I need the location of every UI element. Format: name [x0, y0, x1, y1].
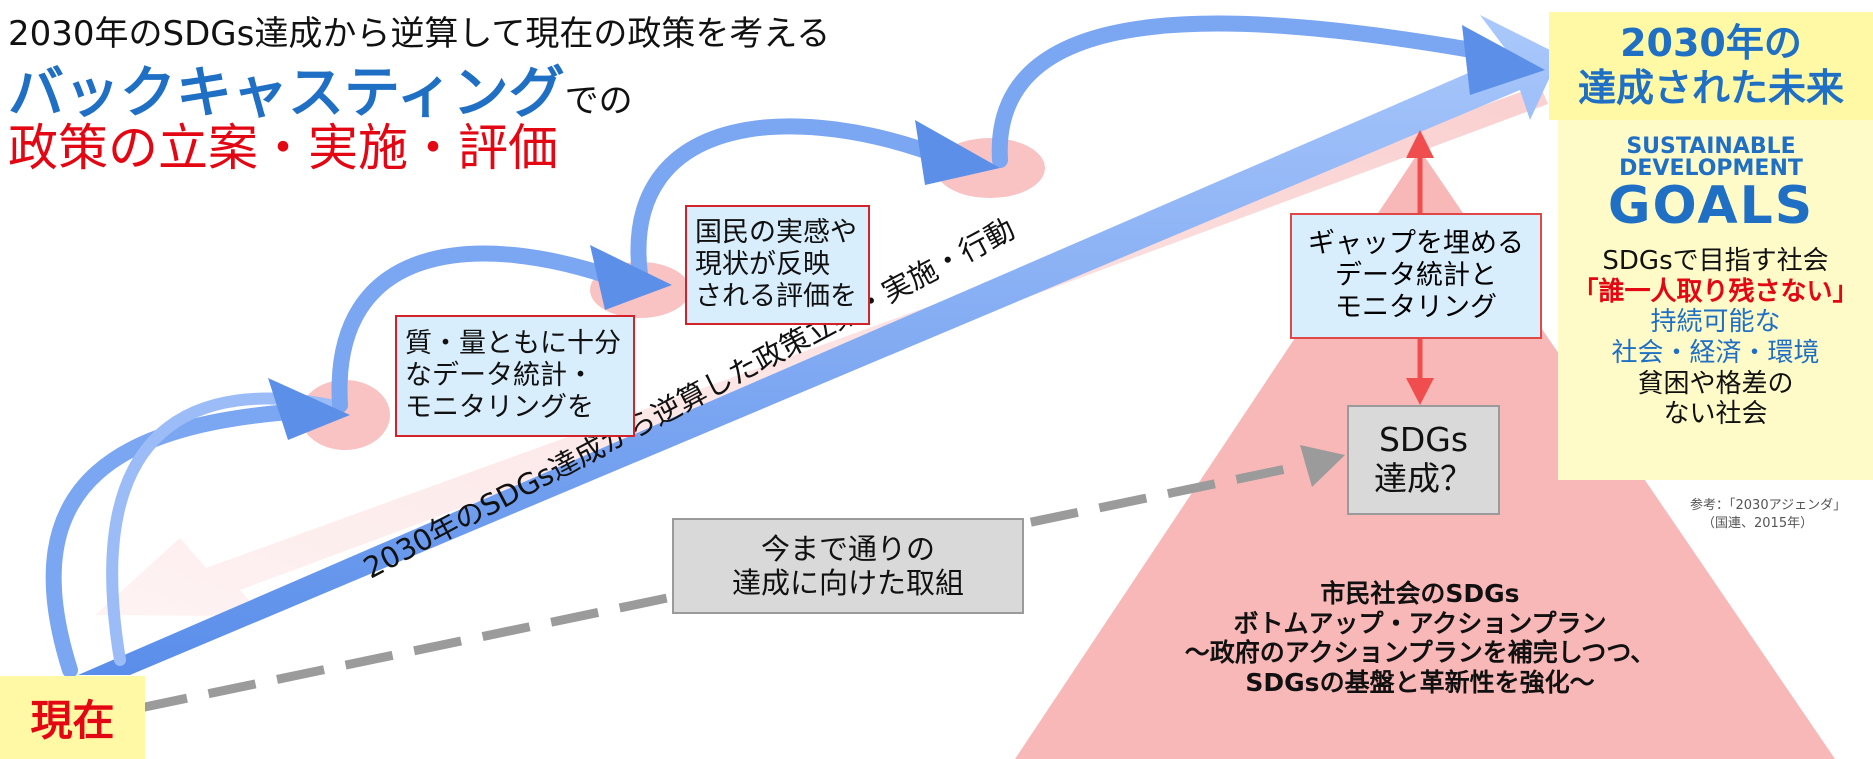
- sdg-logo-line-2: DEVELOPMENT: [1619, 156, 1803, 181]
- goal-title-line-2: 達成された未来: [1577, 66, 1844, 110]
- present-panel: [0, 676, 145, 759]
- hop-arrow-1: [45, 402, 328, 678]
- pyramid-text-line-2: ボトムアップ・アクションプラン: [1233, 608, 1607, 638]
- current-approach-box: 今まで通りの 達成に向けた取組: [672, 518, 1024, 614]
- step-box-1-line-1: 質・量ともに十分: [405, 328, 621, 360]
- sdgs-question-line-1: SDGs: [1378, 420, 1469, 460]
- hop-arrow-4: [630, 118, 958, 283]
- hop-arrow-5: [991, 15, 1508, 168]
- pyramid-text: 市民社会のSDGs ボトムアップ・アクションプラン ～政府のアクションプランを補…: [1030, 565, 1810, 711]
- sdgs-question-box: SDGs 達成？: [1347, 405, 1500, 515]
- hop-arrowheads: [268, 25, 1545, 440]
- gap-box-line-2: データ統計と: [1335, 260, 1497, 292]
- title-line-2-rest: での: [564, 81, 633, 121]
- goal-title-panel: [1549, 12, 1873, 120]
- step-box-2-line-2: 現状が反映: [695, 249, 830, 281]
- goal-desc-line-4: 社会・経済・環境: [1611, 338, 1820, 369]
- sdg-logo-line-1: SUSTAINABLE: [1626, 134, 1796, 159]
- reference-line-1: 参考：「2030アジェンダ」: [1690, 498, 1847, 513]
- hop-arrowhead-3: [915, 120, 1000, 185]
- goal-desc-line-1: SDGsで目指す社会: [1602, 246, 1829, 276]
- gap-box-line-3: モニタリング: [1335, 291, 1497, 323]
- pyramid-text-line-1: 市民社会のSDGs: [1320, 579, 1520, 608]
- goal-description-panel: [1558, 120, 1873, 480]
- goal-description: SDGsで目指す社会 「誰一人取り残さない」 持続可能な 社会・経済・環境 貧困…: [1558, 246, 1873, 458]
- goal-title-line-1: 2030年の: [1620, 21, 1802, 66]
- goal-title: 2030年の 達成された未来: [1549, 14, 1873, 118]
- reference-line-2: （国連、2015年）: [1702, 516, 1814, 531]
- title-line-3: 政策の立案・実施・評価: [8, 119, 558, 177]
- step-box-1: 質・量ともに十分 なデータ統計・ モニタリングを: [395, 315, 635, 437]
- goal-desc-line-6: ない社会: [1663, 399, 1768, 430]
- step-box-1-line-2: なデータ統計・: [405, 360, 594, 392]
- current-approach-line-2: 達成に向けた取組: [731, 566, 964, 600]
- title-line-2: バックキャスティングでの: [8, 48, 633, 129]
- gap-arrowhead-down: [1406, 378, 1434, 405]
- hop-arrowhead-2: [590, 245, 672, 310]
- goal-desc-line-3: 持続可能な: [1650, 307, 1781, 338]
- step-box-1-line-3: モニタリングを: [405, 391, 594, 423]
- goal-desc-line-5: 貧困や格差の: [1637, 368, 1794, 399]
- current-approach-arrowhead: [1300, 445, 1345, 487]
- hop-arrowhead-1: [268, 378, 350, 440]
- present-label: 現在: [30, 696, 115, 745]
- gap-box: ギャップを埋める データ統計と モニタリング: [1290, 213, 1542, 339]
- sdg-logo: SUSTAINABLE DEVELOPMENT GOALS: [1608, 128, 1814, 240]
- hop-arrowhead-4: [1462, 25, 1545, 95]
- step-box-2-line-3: される評価を: [695, 280, 857, 312]
- hop-arrow-3: [331, 245, 628, 413]
- pyramid-text-line-3: ～政府のアクションプランを補完しつつ、: [1184, 638, 1656, 667]
- gap-arrowhead-up: [1406, 130, 1434, 158]
- goal-desc-line-2: 「誰一人取り残さない」: [1572, 276, 1859, 307]
- step-box-2: 国民の実感や 現状が反映 される評価を: [685, 205, 870, 325]
- title-line-1: 2030年のSDGs達成から逆算して現在の政策を考える: [8, 14, 831, 54]
- sdgs-question-line-2: 達成？: [1374, 459, 1473, 498]
- sdg-logo-line-3: GOALS: [1607, 176, 1815, 236]
- title-highlight: バックキャスティング: [8, 61, 565, 126]
- gap-box-line-1: ギャップを埋める: [1308, 228, 1524, 260]
- step-box-2-line-1: 国民の実感や: [695, 217, 857, 249]
- current-approach-line-1: 今まで通りの: [760, 531, 935, 566]
- pyramid-text-line-4: SDGsの基盤と革新性を強化～: [1245, 667, 1595, 697]
